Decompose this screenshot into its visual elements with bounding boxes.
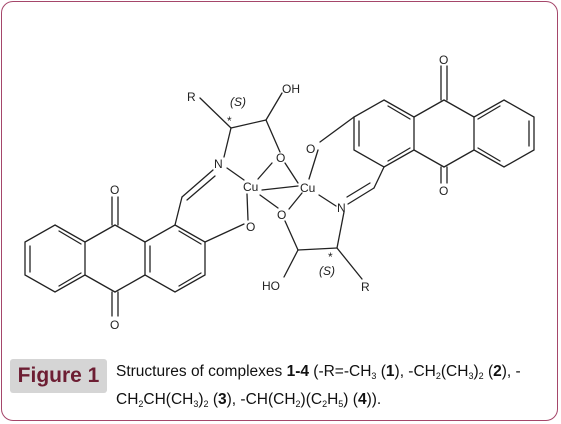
carbonyl-o-right-top: O [439, 53, 448, 67]
n-bottom-label: N [337, 201, 346, 215]
chemical-structure: R (S) * OH N O Cu Cu O N O O HO (S) * R … [24, 53, 535, 332]
o-phenoxy-left-label: O [246, 220, 255, 234]
s-top-label: (S) [230, 95, 246, 109]
copper-core [199, 92, 363, 280]
oh-top-label: OH [282, 82, 300, 96]
figure-label: Figure 1 [10, 359, 107, 393]
o-top-label: O [276, 151, 285, 165]
cu-left-label: Cu [243, 180, 258, 194]
left-anthraquinone [24, 169, 245, 317]
right-anthraquinone [319, 65, 535, 205]
carbonyl-o-left-top: O [110, 183, 119, 197]
o-bottom-label: O [277, 208, 286, 222]
s-bottom-label: (S) [319, 264, 335, 278]
n-top-label: N [214, 157, 223, 171]
figure-caption: Structures of complexes 1-4 (-R=-CH3 (1)… [116, 363, 521, 409]
star-top-label: * [227, 114, 232, 128]
r-bottom-label: R [361, 280, 370, 294]
o-phenoxy-right-label: O [306, 142, 315, 156]
r-top-label: R [187, 90, 196, 104]
cu-right-label: Cu [300, 181, 315, 195]
star-bottom-label: * [328, 250, 333, 264]
carbonyl-o-right-bottom: O [439, 184, 448, 198]
ho-bottom-label: HO [262, 279, 280, 293]
carbonyl-o-left-bottom: O [110, 318, 119, 332]
